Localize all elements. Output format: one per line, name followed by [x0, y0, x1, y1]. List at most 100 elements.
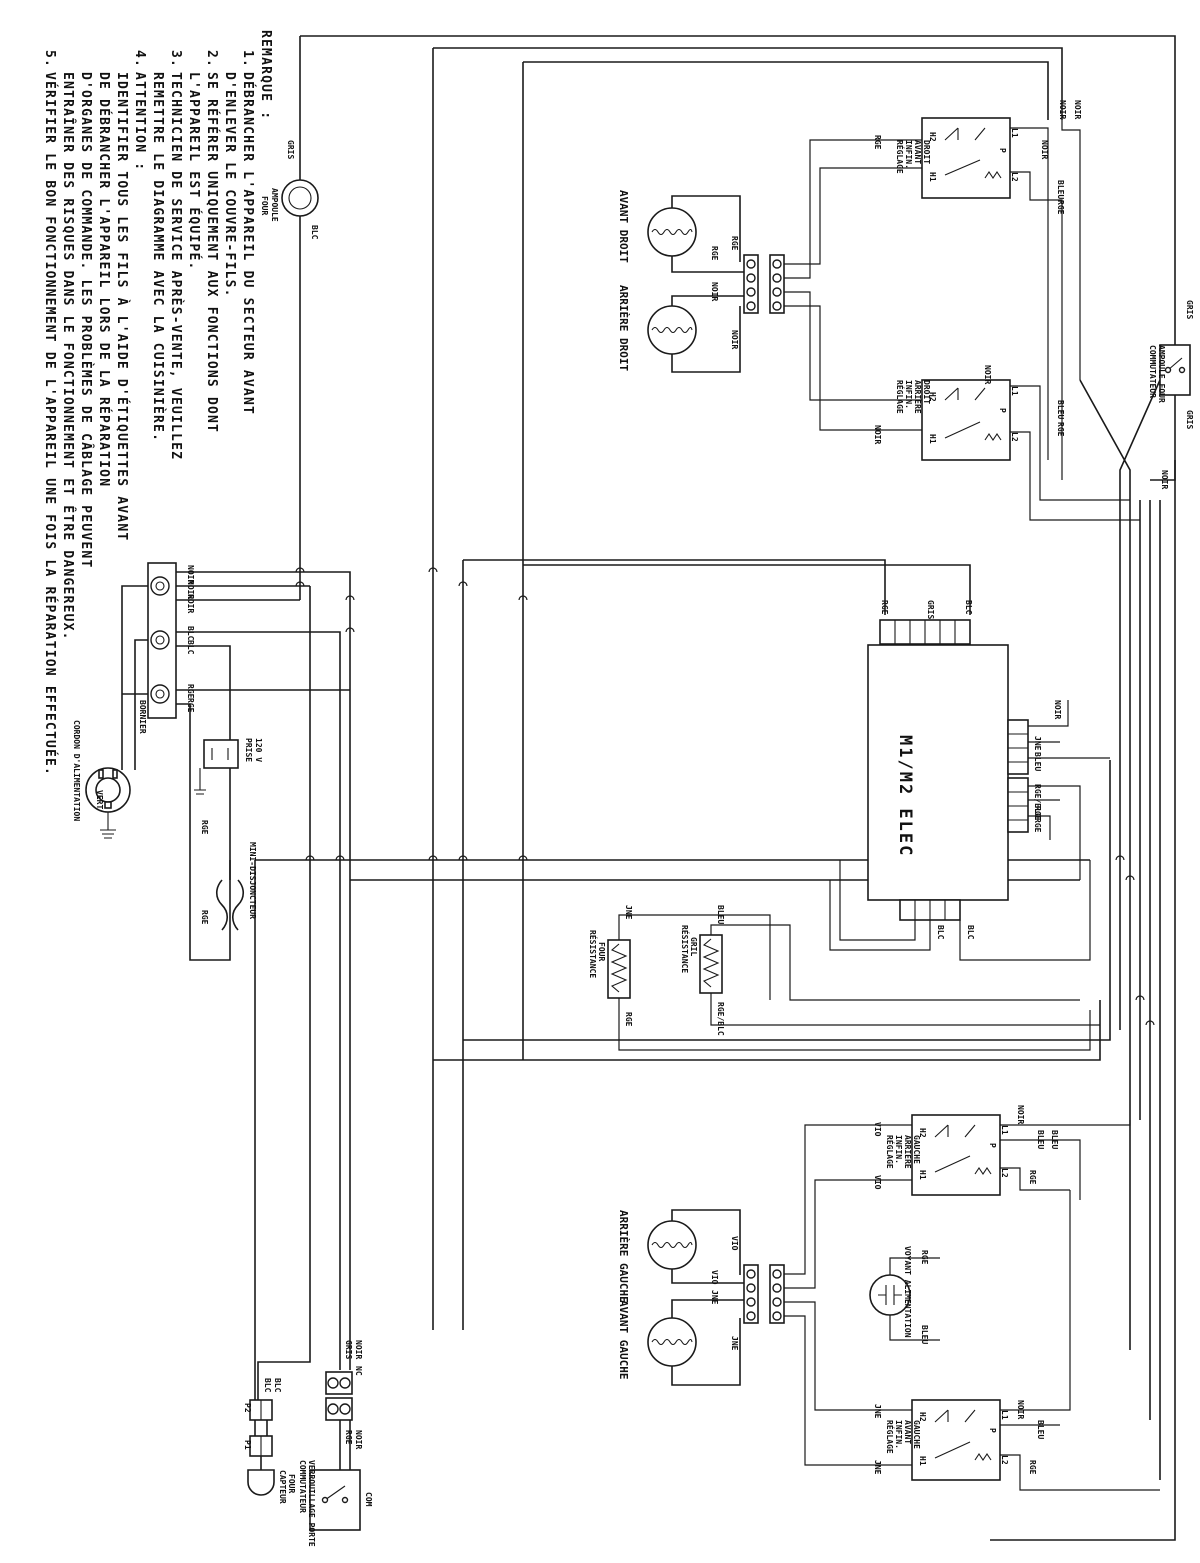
sensor-blc-2: BLC — [263, 1378, 272, 1393]
lamp-switch-label-2: AMPOULE FOUR — [1157, 345, 1166, 403]
sw-lr-label-3: ARRIÈRE — [903, 1135, 914, 1169]
sw-lr-label-4: GAUCHE — [912, 1135, 921, 1164]
surface-rf-label: AVANT DROIT — [617, 190, 630, 263]
broil-wire-rgeblc: RGE/BLC — [716, 1002, 725, 1036]
ls-sw-jne-2: JNE — [873, 1460, 882, 1475]
surface-lr-label: ARRIÈRE GAUCHE — [617, 1210, 630, 1303]
note-4-num: 4. — [132, 50, 147, 68]
sw-lr-l2: L2 — [1000, 1168, 1009, 1178]
door-rge: RGE — [344, 1430, 353, 1445]
sw-lf-l2: L2 — [1000, 1455, 1009, 1465]
oven-lamp-label-2: FOUR — [260, 196, 269, 215]
bornier-rge-2: RGE — [186, 698, 195, 713]
ctrl-b-blc: BLC — [936, 925, 945, 940]
sw-rr-h2: H2 — [928, 392, 937, 402]
bornier-rge-1: RGE — [186, 684, 195, 699]
sensor-p2: P2 — [243, 1403, 252, 1413]
door-noir-2: NOIR — [354, 1430, 363, 1449]
sw-rr-l2: L2 — [1010, 432, 1019, 442]
broil-element: RÉSISTANCE GRIL BLEU RGE/BLC — [680, 905, 1100, 1036]
bake-wire-rge: RGE — [624, 1012, 633, 1027]
ls-sw-vio-1: VIO — [873, 1122, 882, 1137]
ground-vert-label: VERT — [95, 790, 104, 809]
terminal-block: BORNIER NOIR NOIR NOIR BLC BLC RGE RGE — [138, 562, 231, 961]
ls-sw-vio-2: VIO — [873, 1175, 882, 1190]
ctrl-top-gris: GRIS — [926, 600, 935, 619]
bornier-blc-2: BLC — [186, 640, 195, 655]
rs-bus-rge-1: RGE — [1056, 200, 1065, 215]
bake-label-2: FOUR — [597, 942, 606, 961]
broil-label-2: GRIL — [689, 937, 698, 956]
ls-wire-jne-2: JNE — [730, 1336, 739, 1351]
outlet-and-fuse: PRISE 120 V MINI-DISJONCTEUR RGE RGE — [194, 738, 263, 931]
rs-bus-bleu-1: BLEU — [1056, 180, 1065, 199]
sensor-label-2: FOUR — [287, 1474, 296, 1493]
sw-rf-p: P — [998, 148, 1007, 153]
sw-rr-label-2: INFIN. — [904, 380, 913, 409]
ls-wire-vio-2: VIO — [710, 1270, 719, 1285]
ls-bus-bleu-1: BLEU — [1036, 1130, 1045, 1149]
rs-bus-bleu-2: BLEU — [1056, 400, 1065, 419]
rs-bus-noir-4: NOIR — [983, 365, 992, 384]
indicator-label: VOYANT ALIMENTATION — [903, 1246, 912, 1338]
sw-rf-label-1: RÉGLAGE — [895, 140, 906, 174]
note-4-line-4: D'ORGANES DE COMMANDE. LES PROBLÈMES DE … — [78, 72, 94, 568]
sw-rf-label-4: DROIT — [922, 140, 931, 164]
ctrl-top-rge: RGE — [880, 600, 889, 615]
ctrl-b-blc-2: BLC — [966, 925, 975, 940]
ls-bus-rge-1: RGE — [1028, 1170, 1037, 1185]
sw-rf-label-2: INFIN. — [904, 140, 913, 169]
ctrl-r-bleu: BLEU — [1033, 752, 1042, 771]
infinite-switch-rf: RÉGLAGE INFIN. AVANT DROIT L1 L2 H2 H1 P — [895, 117, 1019, 199]
sw-lf-p: P — [988, 1428, 997, 1433]
note-2-line-2: L'APPAREIL EST ÉQUIPÉ. — [186, 72, 202, 271]
rs-connector-a — [743, 254, 759, 314]
ctrl-r-rge-1: RGE — [1033, 806, 1042, 821]
control-label: M1/M2 ELEC — [895, 735, 915, 857]
sensor-label-1: CAPTEUR — [278, 1470, 287, 1504]
rs-bus-noir-3: NOIR — [1040, 140, 1049, 159]
sw-rf-label-3: AVANT — [913, 140, 922, 164]
sw-rr-label-4: DROIT — [922, 380, 931, 404]
note-4-line-2: IDENTIFIER TOUS LES FILS À L'AIDE D'ÉTIQ… — [114, 72, 130, 541]
rs-connector-b — [769, 254, 785, 314]
infinite-switch-rr: RÉGLAGE INFIN. ARRIÈRE DROIT L1 L2 H2 H1… — [895, 379, 1019, 461]
sw-lr-p: P — [988, 1143, 997, 1148]
lamp-wire-blc: BLC — [310, 225, 319, 240]
note-4-line-1: ATTENTION : — [132, 72, 147, 171]
rs-sw-noir: NOIR — [873, 425, 882, 444]
note-5-num: 5. — [42, 50, 57, 68]
door-switch-label-2: VERROUILLAGE PORTE — [307, 1460, 316, 1547]
broil-wire-bleu: BLEU — [716, 905, 725, 924]
power-cord: CORDON D'ALIMENTATION VERT — [72, 585, 148, 839]
right-surface-section: AVANT DROIT ARRIÈRE DROIT RGE RGE NOIR N… — [617, 100, 1140, 521]
lamp-switch-label-1: COMMUTATEUR — [1148, 345, 1157, 398]
ls-bus-rge-2: RGE — [1028, 1460, 1037, 1475]
sw-rr-label-3: ARRIÈRE — [913, 380, 924, 414]
note-4-line-5: ENTRAÎNER DES RISQUES DANS LE FONCTIONNE… — [60, 72, 76, 641]
note-3-line-2: REMETTRE LE DIAGRAMME AVEC LA CUISINIÈRE… — [150, 72, 166, 442]
indicator-rge: RGE — [920, 1250, 929, 1265]
lamp-switch-gris-1: GRIS — [1185, 300, 1194, 319]
rs-bus-rge-2: RGE — [1056, 422, 1065, 437]
sw-lr-h2: H2 — [918, 1128, 927, 1138]
door-lock-switch: COMMUTATEUR VERROUILLAGE PORTE NOIR NC G… — [298, 1340, 373, 1547]
wire-hops — [295, 567, 1155, 1026]
sw-lr-label-2: INFIN. — [894, 1135, 903, 1164]
electronic-control: M1/M2 ELEC RGE GRIS BLC NOIR JNE BLEU RG… — [829, 600, 1110, 961]
note-2-num: 2. — [204, 50, 219, 68]
sw-lf-label-1: RÉGLAGE — [885, 1420, 896, 1454]
ls-connector-b — [769, 1264, 785, 1324]
bornier-noir-1: NOIR — [186, 565, 195, 584]
oven-lamp-switch: COMMUTATEUR AMPOULE FOUR GRIS GRIS NOIR — [1148, 300, 1194, 489]
outlet-label-2: 120 V — [254, 738, 263, 762]
sw-rr-l1: L1 — [1010, 386, 1019, 396]
ctrl-top-blc: BLC — [964, 600, 973, 615]
rs-bus-noir-1: NOIR — [1073, 100, 1082, 119]
sw-lf-h1: H1 — [918, 1456, 927, 1466]
rs-wire-noir-1: NOIR — [710, 282, 719, 301]
door-noir: NOIR — [354, 1340, 363, 1359]
fuse-label: MINI-DISJONCTEUR — [248, 842, 257, 919]
left-surface-section: ARRIÈRE GAUCHE AVANT GAUCHE VIO VIO JNE … — [617, 1105, 1160, 1491]
ctrl-r-jne: JNE — [1033, 736, 1042, 751]
